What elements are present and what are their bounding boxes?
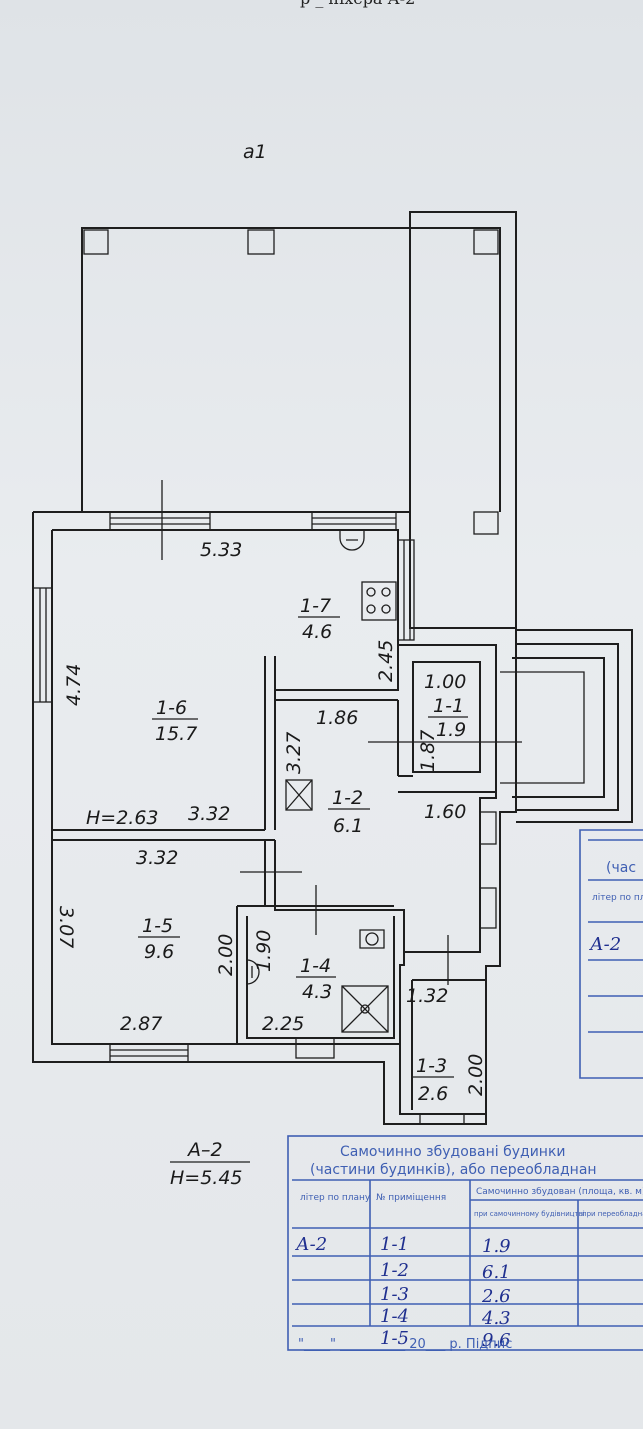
side-stamp-col: літер по плану	[592, 893, 643, 903]
table-title-2: (частини будинків), або переобладнан	[310, 1162, 597, 1178]
shower-icon	[341, 985, 389, 1033]
height-label: Н=2.63	[86, 807, 159, 829]
table-row-3-room: 1-3	[380, 1284, 409, 1305]
table-row-5-room: 1-5	[380, 1328, 409, 1349]
dim-4-74: 4.74	[63, 664, 85, 706]
dim-1-87: 1.87	[417, 730, 439, 772]
fixtures	[246, 530, 397, 1033]
table-title-1: Самочинно збудовані будинки	[340, 1144, 566, 1160]
side-stamp: (час літер по плану А-2	[579, 829, 643, 1079]
table-row-4-area: 4.3	[481, 1308, 511, 1329]
dim-1-90: 1.90	[253, 930, 275, 972]
table-sub-col3a: при самочинному будівництві	[474, 1210, 585, 1218]
terrace-outline	[81, 211, 517, 628]
dim-2-00-right: 2.00	[465, 1054, 487, 1096]
table-footer: "____" __________ 20___ р. Підпис	[298, 1337, 512, 1352]
dim-1-86: 1.86	[316, 707, 358, 729]
room-1-2-area: 6.1	[333, 815, 363, 837]
table-row-4-room: 1-4	[380, 1306, 409, 1327]
dim-1-32: 1.32	[406, 985, 448, 1007]
dim-1-00: 1.00	[424, 671, 466, 693]
table-row-1-area: 1.9	[482, 1236, 511, 1257]
dim-1-60: 1.60	[424, 801, 466, 823]
dim-2-45: 2.45	[375, 640, 397, 682]
table-sub-col3b: при переобладнанні	[582, 1210, 643, 1218]
dim-3-07: 3.07	[55, 906, 77, 948]
axis-marks	[161, 480, 522, 985]
room-1-5-id: 1-5	[142, 915, 173, 937]
table-row-3-area: 2.6	[481, 1286, 511, 1307]
room-1-7-area: 4.6	[302, 621, 332, 643]
room-1-3-id: 1-3	[416, 1055, 447, 1077]
litera-height: Н=5.45	[170, 1167, 243, 1189]
litera-label: А–2 Н=5.45	[170, 1139, 250, 1189]
side-stamp-value: А-2	[588, 934, 621, 955]
room-1-6-area: 15.7	[155, 723, 197, 745]
gas-meter-icon	[246, 959, 260, 985]
table-litera: А-2	[294, 1234, 327, 1255]
boiler-icon	[285, 779, 313, 811]
room-1-1-area: 1.9	[436, 719, 466, 741]
room-1-2-id: 1-2	[332, 787, 363, 809]
room-1-7-id: 1-7	[300, 595, 331, 617]
room-labels: 1-7 4.6 1-6 15.7 1-1 1.9 1-2 6.1 1-5 9.6…	[138, 595, 468, 1105]
sink-icon	[339, 530, 365, 551]
room-1-5-area: 9.6	[144, 941, 174, 963]
registry-table: Самочинно збудовані будинки (частини буд…	[287, 1135, 643, 1352]
table-header-col2: № приміщення	[376, 1193, 446, 1203]
table-row-1-room: 1-1	[380, 1234, 409, 1255]
side-stamp-title: (час	[606, 860, 636, 876]
table-row-2-room: 1-2	[380, 1260, 409, 1281]
dim-3-32-top: 3.32	[188, 803, 230, 825]
dim-2-87: 2.87	[120, 1013, 162, 1035]
litera-name: А–2	[186, 1139, 223, 1161]
dim-2-25: 2.25	[262, 1013, 304, 1035]
toilet-icon	[359, 929, 385, 949]
room-1-3-area: 2.6	[418, 1083, 448, 1105]
dim-3-27: 3.27	[283, 732, 305, 774]
room-1-4-id: 1-4	[300, 955, 331, 977]
table-header-col3: Самочинно збудован (площа, кв. м)	[476, 1187, 643, 1197]
dim-3-32-bottom: 3.32	[136, 847, 178, 869]
dimension-labels: 5.33 4.74 2.45 1.00 1.86 1.87 3.27 1.60 …	[55, 539, 487, 1096]
sheet-label: а1	[243, 141, 267, 163]
room-1-4-area: 4.3	[302, 981, 332, 1003]
dim-5-33: 5.33	[200, 539, 242, 561]
dim-2-00-left: 2.00	[215, 934, 237, 976]
table-header-col1: літер по плану	[300, 1193, 371, 1203]
room-1-6-id: 1-6	[156, 697, 187, 719]
room-1-1-id: 1-1	[433, 695, 464, 717]
windows	[32, 511, 497, 1125]
table-row-5-area: 9.6	[482, 1330, 511, 1351]
table-row-2-area: 6.1	[482, 1262, 511, 1283]
stove-icon	[361, 581, 397, 621]
header-cut-text: р _ ніхера А-2	[300, 0, 415, 8]
